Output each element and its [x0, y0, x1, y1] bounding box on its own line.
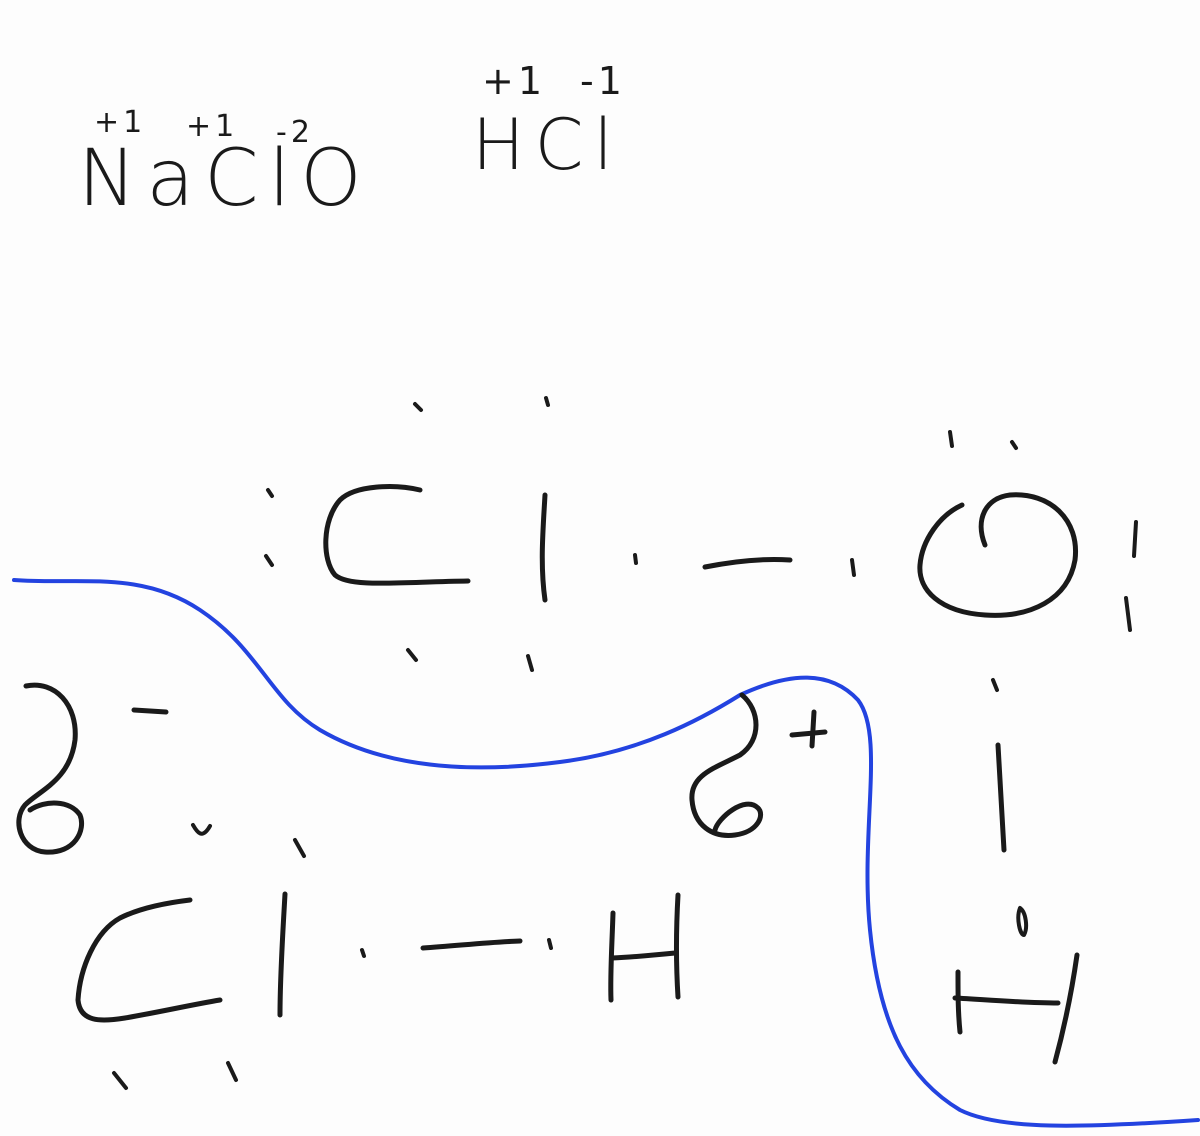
- o-h-bond-dot: [991, 678, 999, 692]
- cl-top-c: [323, 484, 471, 586]
- o-atom: [917, 430, 1138, 632]
- cl-top-atom: [264, 396, 638, 672]
- cl-bottom-atom: [75, 823, 366, 1090]
- cl-o-bond: [702, 556, 793, 570]
- plus-sign-h: [789, 729, 828, 738]
- h-right-atom: [952, 952, 1080, 1065]
- naclo-ox-cl: +1: [186, 109, 239, 144]
- cl-bottom-c: [75, 897, 223, 1023]
- separator-curve: [12, 578, 1200, 1128]
- hcl-ox-h: +1: [482, 59, 547, 103]
- cl-top-l: [539, 492, 548, 603]
- naclo-ox-o: -2: [276, 115, 314, 150]
- plus-sign-v: [809, 709, 817, 749]
- minus-sign: [131, 707, 169, 715]
- cl-h-bond: [420, 938, 523, 951]
- o-ring: [917, 492, 1079, 618]
- h-right-left: [955, 969, 963, 1035]
- cl-bottom-l: [277, 891, 288, 1018]
- hcl-ox-cl: -1: [580, 59, 626, 103]
- h-bottom-cross: [609, 950, 678, 961]
- naclo-ox-na: +1: [94, 105, 147, 140]
- o-h-bond: [995, 742, 1007, 853]
- right-curl: [689, 692, 764, 838]
- naclo-formula: NaClO: [78, 134, 372, 224]
- h-right-right: [1052, 952, 1080, 1065]
- h-bottom-right: [674, 892, 681, 1000]
- cl-top-lone-pair-dot: [413, 402, 423, 412]
- hcl-formula: HCl: [472, 104, 623, 186]
- h-bottom-atom: [608, 892, 681, 1003]
- left-curl: [16, 682, 84, 855]
- h-right-cross: [952, 995, 1061, 1006]
